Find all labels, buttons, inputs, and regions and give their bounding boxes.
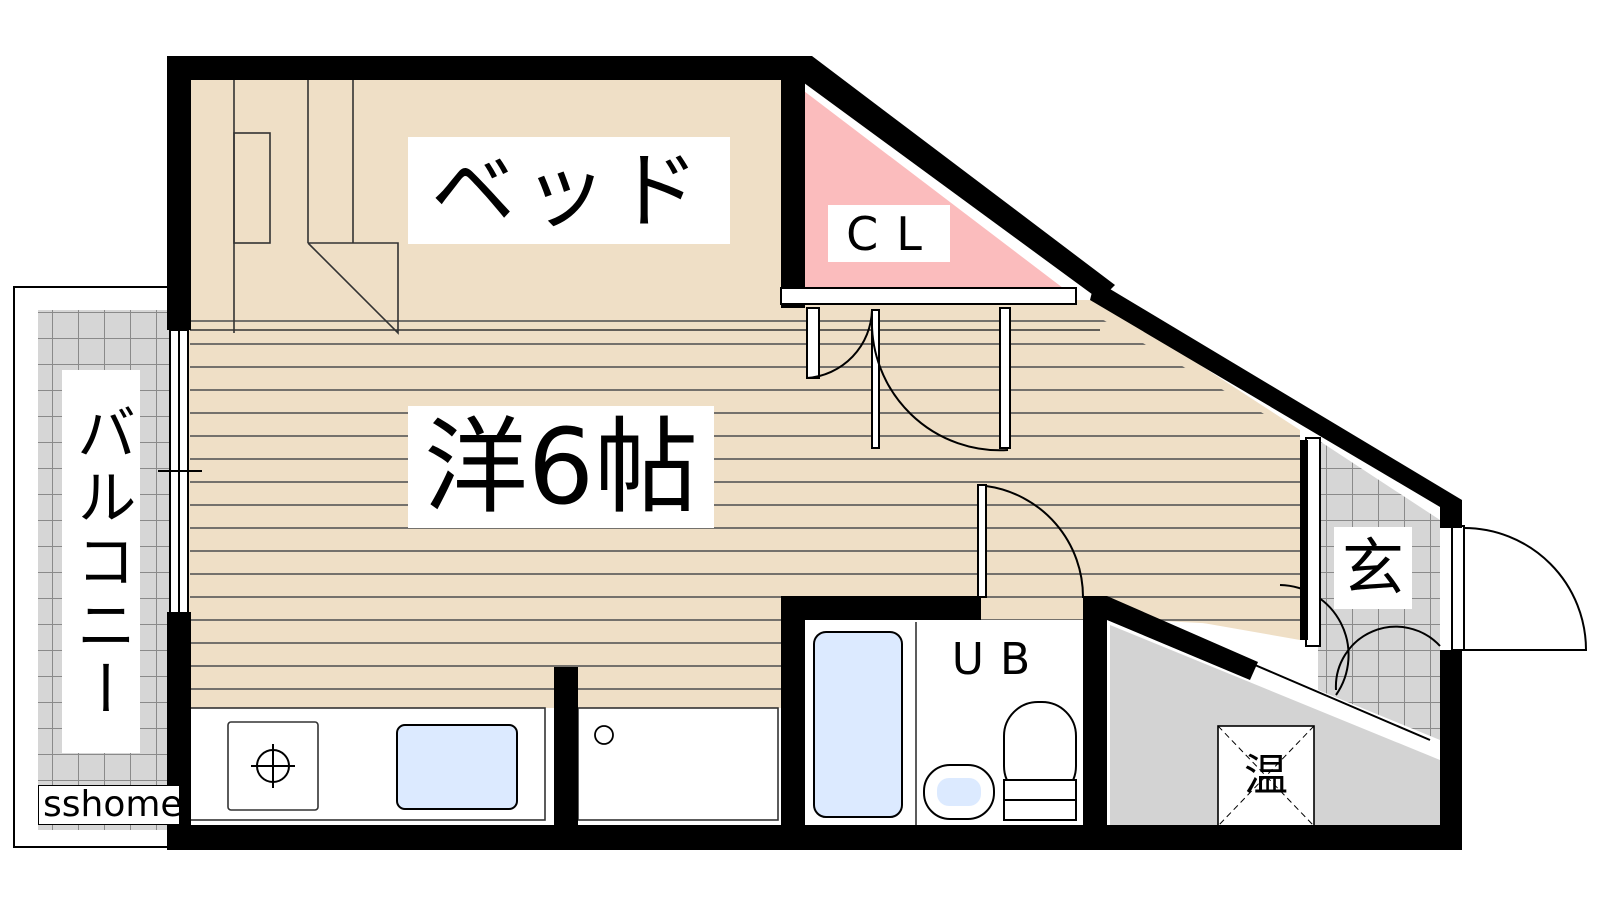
- water-heater-area: [1110, 625, 1440, 830]
- closet-doors: [806, 307, 1011, 452]
- closet-label: CL: [828, 205, 950, 262]
- bed-label: ベッド: [408, 137, 730, 244]
- entrance-label: 玄: [1334, 527, 1412, 609]
- bath-door: [977, 484, 1085, 599]
- balcony-label: バルコニー: [62, 370, 140, 753]
- kitchen-counter: [189, 707, 546, 821]
- bath-label: UB: [951, 634, 1047, 685]
- water-heater-label: 温: [1244, 750, 1288, 801]
- watermark-label: sshome: [38, 785, 183, 825]
- fridge-space: [577, 707, 779, 821]
- entrance-window: [1305, 437, 1321, 647]
- walls: [167, 56, 1462, 850]
- bathroom: [805, 620, 1085, 825]
- entrance-door: [1451, 525, 1588, 651]
- main-room-label: 洋6帖: [408, 406, 714, 528]
